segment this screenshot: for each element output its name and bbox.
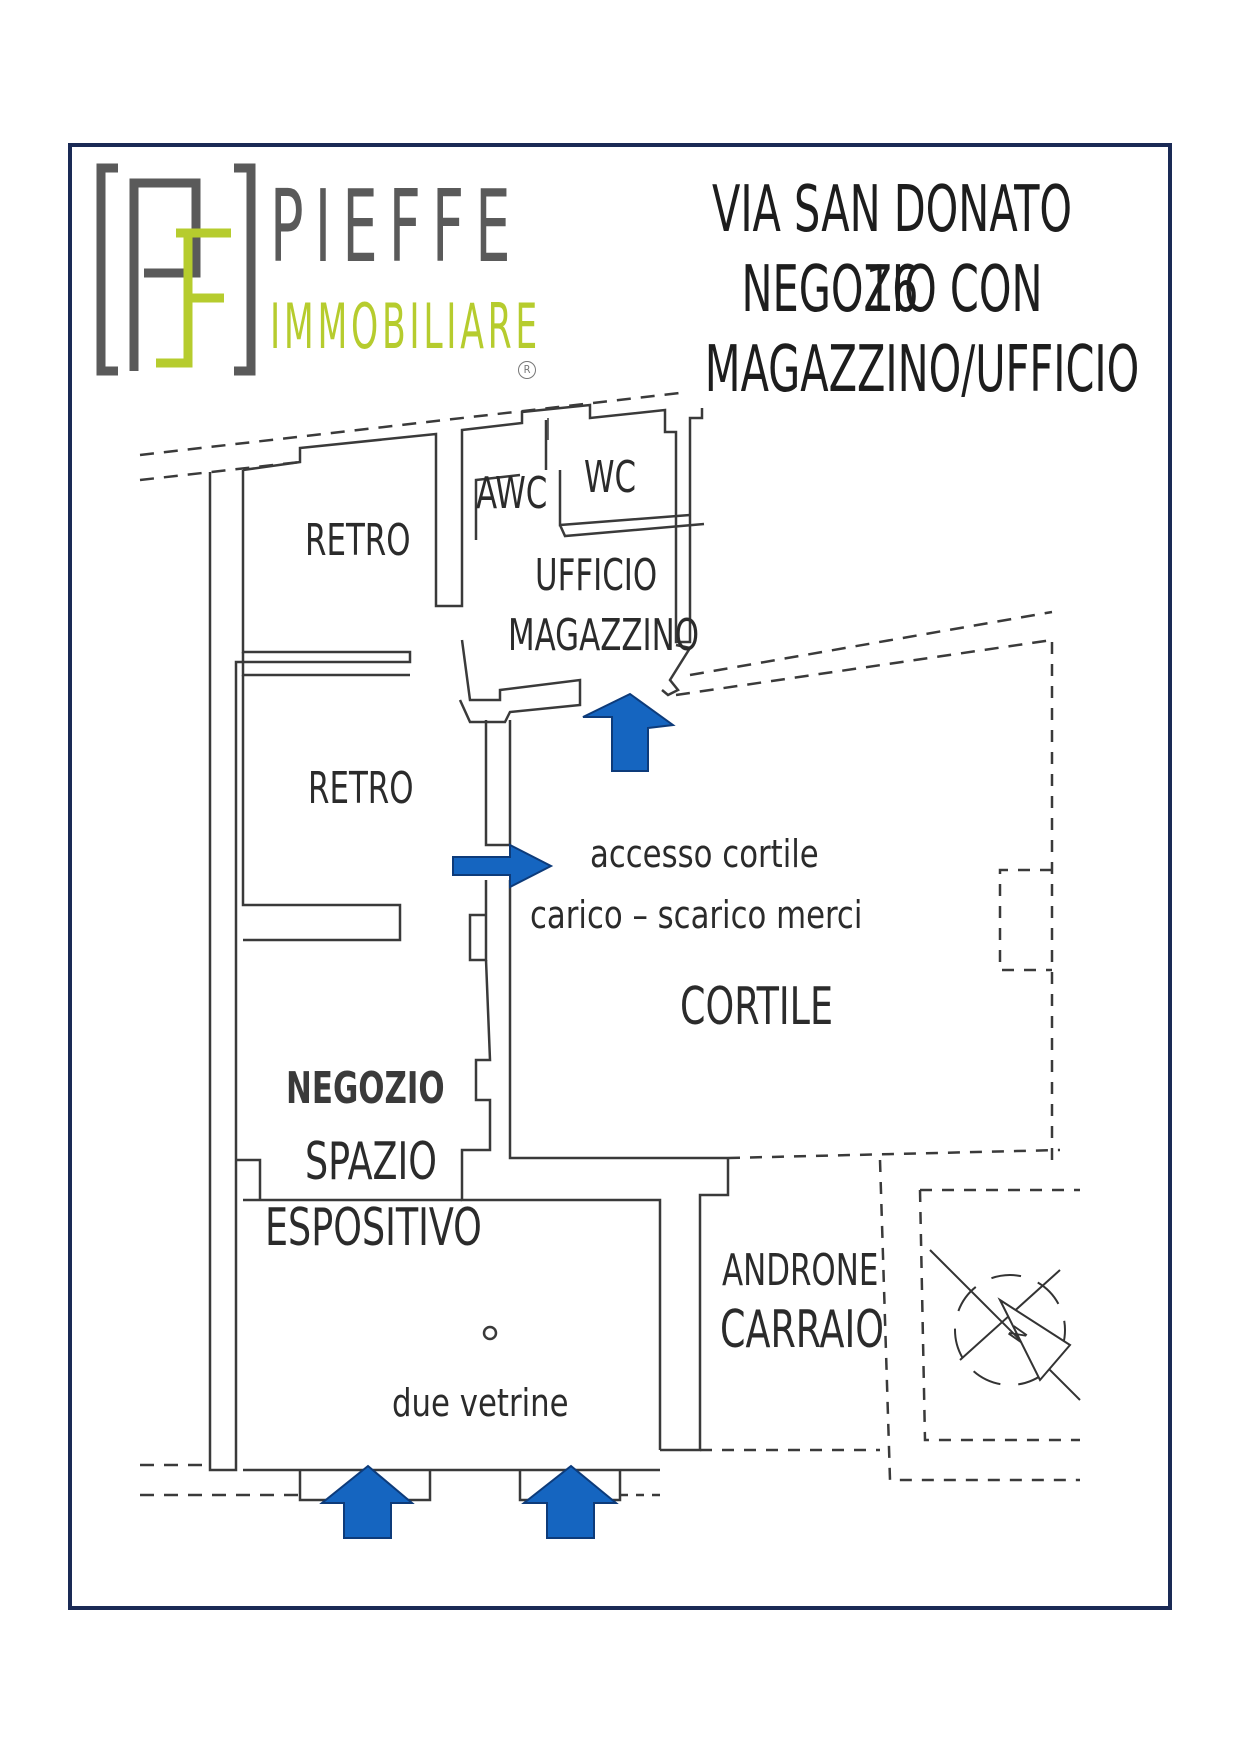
room-carraio: CARRAIO [720, 1300, 884, 1360]
arrow-cortile-access [452, 843, 554, 889]
north-arrow-icon: N [929, 1249, 1081, 1401]
room-spazio: SPAZIO [305, 1132, 438, 1192]
brand-name: PIEFFE [270, 168, 522, 285]
note-carico-scarico: carico – scarico merci [530, 893, 863, 937]
note-due-vetrine: due vetrine [392, 1381, 569, 1425]
title-line-1: VIA SAN DONATO 16 [711, 173, 1073, 327]
room-ufficio: UFFICIO [535, 550, 658, 601]
arrow-vetrina-left [319, 1464, 415, 1539]
title-line-3: MAGAZZINO/UFFICIO [704, 333, 1140, 407]
title-line-2: NEGOZIO CON [741, 253, 1043, 327]
room-retro-2: RETRO [308, 763, 414, 814]
room-espositivo: ESPOSITIVO [265, 1198, 482, 1258]
room-magazzino: MAGAZZINO [508, 610, 699, 661]
plan-frame [68, 143, 1172, 1610]
registered-mark: R [518, 361, 536, 379]
room-wc: WC [584, 452, 637, 503]
note-accesso-cortile: accesso cortile [590, 832, 819, 876]
room-androne: ANDRONE [722, 1245, 879, 1296]
room-awc: AWC [476, 468, 548, 519]
arrow-magazzino-entrance [582, 692, 676, 772]
room-retro-1: RETRO [305, 515, 411, 566]
logo-mark [96, 163, 256, 376]
left-wall [208, 470, 412, 1472]
room-negozio: NEGOZIO [286, 1063, 445, 1114]
arrow-vetrina-right [521, 1464, 619, 1539]
brand-tagline: IMMOBILIARE [270, 290, 541, 363]
column-marker [482, 1325, 498, 1341]
top-boundary-line [139, 391, 681, 457]
room-cortile: CORTILE [680, 977, 834, 1037]
